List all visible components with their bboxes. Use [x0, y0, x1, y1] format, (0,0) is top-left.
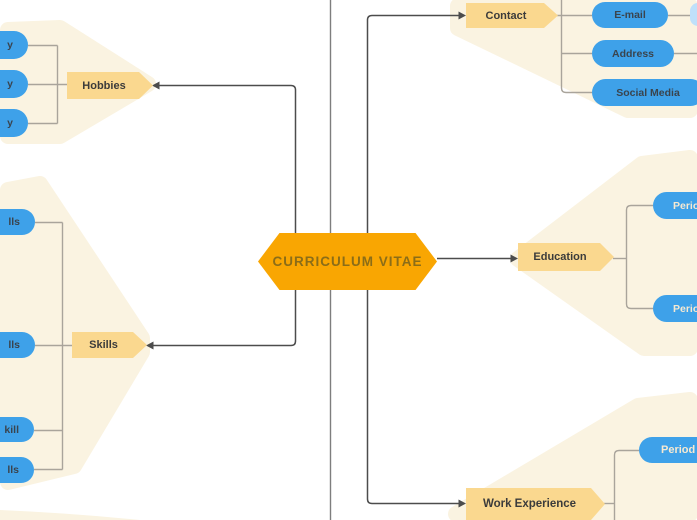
subtopic-workexp-period[interactable]: Period — [639, 437, 697, 463]
subtopic-email[interactable]: E-mail — [592, 2, 668, 28]
subtopic-social-media[interactable]: Social Media — [592, 79, 697, 106]
subtopic-skill-4[interactable]: lls — [0, 457, 34, 483]
connector-contact — [366, 14, 462, 233]
subtopic-skill-2[interactable]: lls — [0, 332, 35, 358]
contact-children-trunk — [560, 0, 592, 94]
workexp-children-trunk — [613, 449, 639, 520]
branch-contact[interactable]: Contact — [466, 3, 558, 28]
arrowhead-education — [510, 254, 518, 263]
arrowhead-contact — [458, 11, 466, 20]
subtopic-hobby-2[interactable]: y — [0, 70, 28, 98]
arrowhead-work-experience — [458, 499, 466, 508]
blob-bottom-left — [0, 510, 140, 520]
subtopic-education-period-2[interactable]: Period — [653, 295, 697, 322]
connector-skills — [150, 290, 297, 347]
central-topic[interactable]: CURRICULUM VITAE — [258, 233, 437, 290]
subtopic-hobby-3[interactable]: y — [0, 109, 28, 137]
arrowhead-skills — [146, 341, 154, 350]
subtopic-hobby-1[interactable]: y — [0, 31, 28, 59]
branch-education[interactable]: Education — [518, 243, 614, 271]
arrowhead-hobbies — [152, 81, 160, 90]
subtopic-skill-3[interactable]: kill — [0, 417, 34, 442]
email-note[interactable] — [690, 3, 697, 26]
blob-work-experience — [448, 392, 697, 520]
connector-work-experience — [366, 290, 462, 505]
subtopic-address[interactable]: Address — [592, 40, 674, 67]
subtopic-education-period-1[interactable]: Period — [653, 192, 697, 219]
branch-hobbies[interactable]: Hobbies — [67, 72, 153, 99]
connector-hobbies — [156, 84, 297, 233]
branch-work-experience[interactable]: Work Experience — [466, 488, 605, 520]
subtopic-skill-1[interactable]: lls — [0, 209, 35, 235]
branch-skills[interactable]: Skills — [72, 332, 147, 358]
education-children-trunk — [625, 204, 653, 310]
